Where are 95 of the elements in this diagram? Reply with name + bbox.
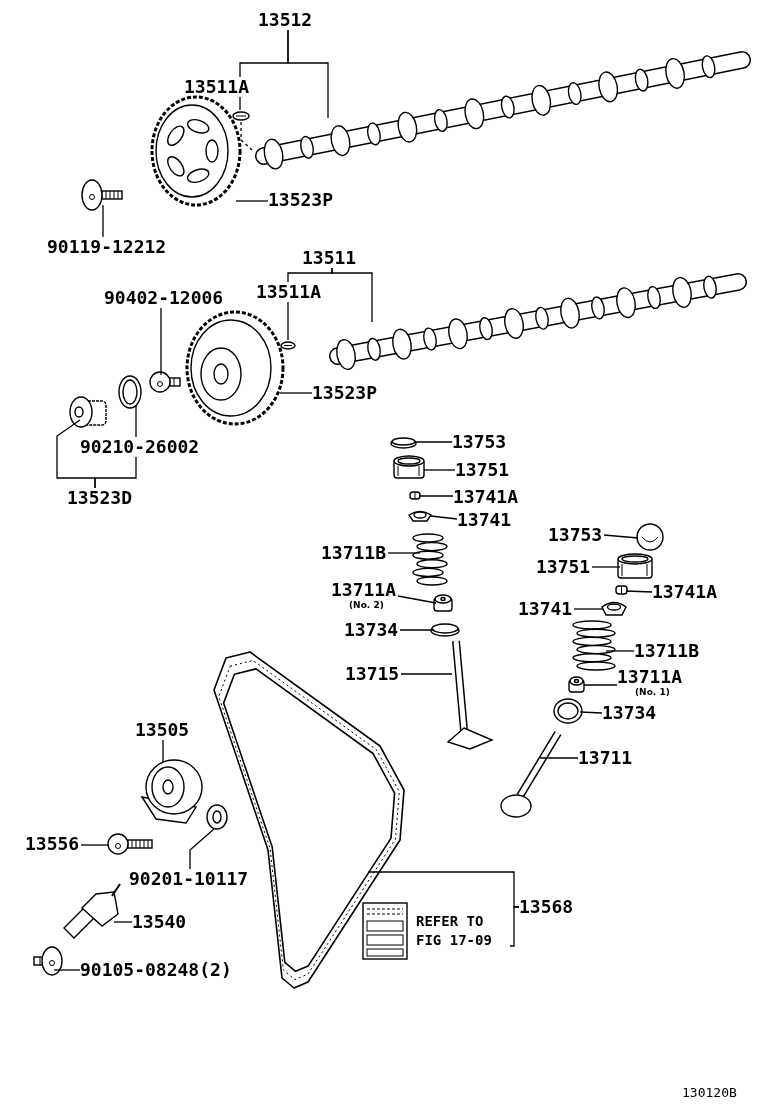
part-number: 13751 — [536, 557, 592, 577]
leader-line — [573, 608, 604, 610]
leader-line — [400, 673, 453, 675]
pulley-drawing — [185, 310, 285, 426]
washer-drawing — [206, 804, 228, 830]
bolt-drawing — [80, 178, 126, 212]
part-number: 90119-12212 — [47, 237, 168, 257]
part-number: 13753 — [548, 525, 604, 545]
part-number: 13741 — [457, 510, 513, 530]
part-number: 13734 — [602, 703, 658, 723]
part-number: 13511A — [256, 282, 323, 302]
shim-drawing — [636, 523, 664, 551]
leader-line — [160, 307, 162, 376]
part-number: 90402-12006 — [104, 288, 225, 308]
part-number: 13715 — [345, 664, 401, 684]
leader-line — [239, 29, 289, 78]
part-number: 90201-10117 — [129, 869, 250, 889]
spring-drawing — [572, 619, 616, 672]
bolt-drawing — [106, 832, 156, 856]
pulley-drawing — [150, 95, 242, 207]
leader-line — [509, 906, 520, 947]
retainer-drawing — [408, 508, 432, 522]
key-pin-drawing — [232, 110, 250, 122]
leader-line — [162, 739, 164, 763]
part-number: 13511A — [184, 77, 251, 97]
figure-number: 130120B — [682, 1085, 737, 1101]
leader-line — [235, 200, 269, 202]
part-number: 13523P — [268, 190, 335, 210]
part-number: 13511 — [302, 248, 358, 268]
spring-drawing — [412, 532, 448, 587]
leader-line — [397, 595, 437, 604]
keeper-drawing — [409, 491, 421, 500]
leader-line — [423, 469, 456, 471]
variant-note: (No. 1) — [634, 687, 670, 697]
part-number: 90105-08248(2) — [80, 960, 234, 980]
leader-line — [135, 404, 137, 438]
leader-line — [583, 684, 618, 686]
part-number: 13753 — [452, 432, 508, 452]
shim-drawing — [430, 623, 460, 636]
leader-line — [413, 441, 453, 443]
camshaft-drawing — [252, 48, 750, 170]
part-number: 13741A — [652, 582, 719, 602]
part-number: 13556 — [25, 834, 81, 854]
camshaft-drawing — [326, 270, 746, 370]
lifter-drawing — [392, 454, 426, 482]
key-pin-drawing — [280, 340, 296, 351]
shim-drawing — [390, 437, 417, 448]
spring-seat-drawing — [432, 593, 454, 613]
part-number: 13711B — [634, 641, 701, 661]
part-number: 13523P — [312, 383, 379, 403]
leader-line — [603, 534, 639, 539]
leader-line — [240, 121, 253, 151]
leader-line — [418, 495, 454, 497]
leader-line — [287, 267, 333, 283]
part-number: 13711A — [331, 580, 397, 600]
leader-line — [387, 552, 421, 554]
leader-line — [279, 392, 313, 394]
leader-line — [102, 204, 104, 238]
variant-note: (No. 2) — [348, 600, 384, 610]
part-number: 13523D — [67, 488, 134, 508]
leader-line — [239, 96, 241, 111]
leader-line — [539, 757, 579, 759]
seal-drawing — [118, 375, 142, 409]
seal-drawing — [553, 698, 583, 724]
part-number: 13711 — [578, 748, 634, 768]
leader-line — [287, 301, 289, 341]
plug-drawing — [68, 393, 108, 431]
part-number: 13734 — [344, 620, 400, 640]
part-number: 13540 — [132, 912, 188, 932]
part-number: 13741 — [518, 599, 574, 619]
leader-line — [53, 969, 81, 971]
leader-line — [399, 629, 435, 631]
part-number: 13751 — [455, 460, 511, 480]
leader-line — [579, 711, 603, 714]
spring-seat-drawing — [567, 675, 586, 694]
part-number: 13711A — [617, 667, 683, 687]
leader-line — [430, 515, 458, 520]
lifter-drawing — [616, 552, 654, 582]
part-number: 13568 — [519, 897, 575, 917]
part-number: 13711B — [321, 543, 388, 563]
bolt-drawing — [148, 370, 184, 394]
part-number: 13512 — [258, 10, 314, 30]
bolt-drawing — [30, 945, 64, 977]
leader-line — [189, 828, 215, 870]
leader-line — [94, 456, 137, 489]
leader-line — [605, 650, 635, 652]
leader-line — [625, 590, 653, 593]
part-number: 13505 — [135, 720, 191, 740]
leader-line — [113, 921, 133, 923]
part-number: 13741A — [453, 487, 520, 507]
reference-note: REFER TO FIG 17-09 — [416, 912, 493, 950]
part-number: 90210-26002 — [80, 437, 201, 457]
leader-line — [80, 844, 109, 846]
leader-line — [591, 566, 621, 568]
keeper-drawing — [615, 585, 628, 595]
